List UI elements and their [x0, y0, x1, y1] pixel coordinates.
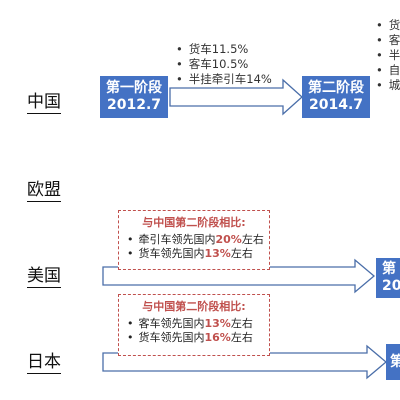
list-item: 城: [376, 78, 400, 93]
japan-stage-box: 第: [386, 344, 400, 380]
country-label-china: 中国: [27, 92, 61, 114]
country-label-japan: 日本: [27, 352, 61, 374]
list-item: 货车领先国内13%左右: [127, 247, 269, 262]
list-item: 半挂牵引车14%: [176, 72, 272, 87]
china-stage2-box: 第二阶段 2014.7: [302, 76, 370, 118]
country-label-eu: 欧盟: [27, 180, 61, 202]
china-stage2-title: 第二阶段: [308, 80, 364, 96]
list-item: 货车11.5%: [176, 42, 272, 57]
list-item: 自: [376, 63, 400, 78]
japan-comparison-callout: 与中国第二阶段相比: 客车领先国内13%左右 货车领先国内16%左右: [118, 294, 270, 356]
japan-callout-title: 与中国第二阶段相比:: [142, 300, 246, 313]
us-stage-box: 第 20: [376, 258, 400, 298]
list-item: 客车10.5%: [176, 57, 272, 72]
list-item: 客车领先国内13%左右: [127, 317, 269, 332]
list-item: 牵引车领先国内20%左右: [127, 233, 269, 248]
china-stage1-title: 第一阶段: [106, 80, 162, 96]
list-item: 半: [376, 48, 400, 63]
china-stage2-bullets: 货 客 半 自 城: [376, 18, 400, 93]
list-item: 客: [376, 33, 400, 48]
china-stage1-box: 第一阶段 2012.7: [100, 76, 168, 118]
country-label-us: 美国: [27, 266, 61, 288]
us-comparison-callout: 与中国第二阶段相比: 牵引车领先国内20%左右 货车领先国内13%左右: [118, 210, 270, 270]
japan-stage-title: 第: [390, 353, 400, 370]
list-item: 货车领先国内16%左右: [127, 331, 269, 346]
us-callout-title: 与中国第二阶段相比:: [142, 216, 246, 229]
us-stage-year: 20: [382, 278, 400, 294]
us-stage-title: 第: [382, 261, 396, 277]
list-item: 货: [376, 18, 400, 33]
china-stage1-bullets: 货车11.5% 客车10.5% 半挂牵引车14%: [176, 42, 272, 87]
arrow-china-1: [169, 78, 303, 116]
china-stage1-year: 2012.7: [106, 97, 162, 113]
china-stage2-year: 2014.7: [308, 97, 364, 113]
